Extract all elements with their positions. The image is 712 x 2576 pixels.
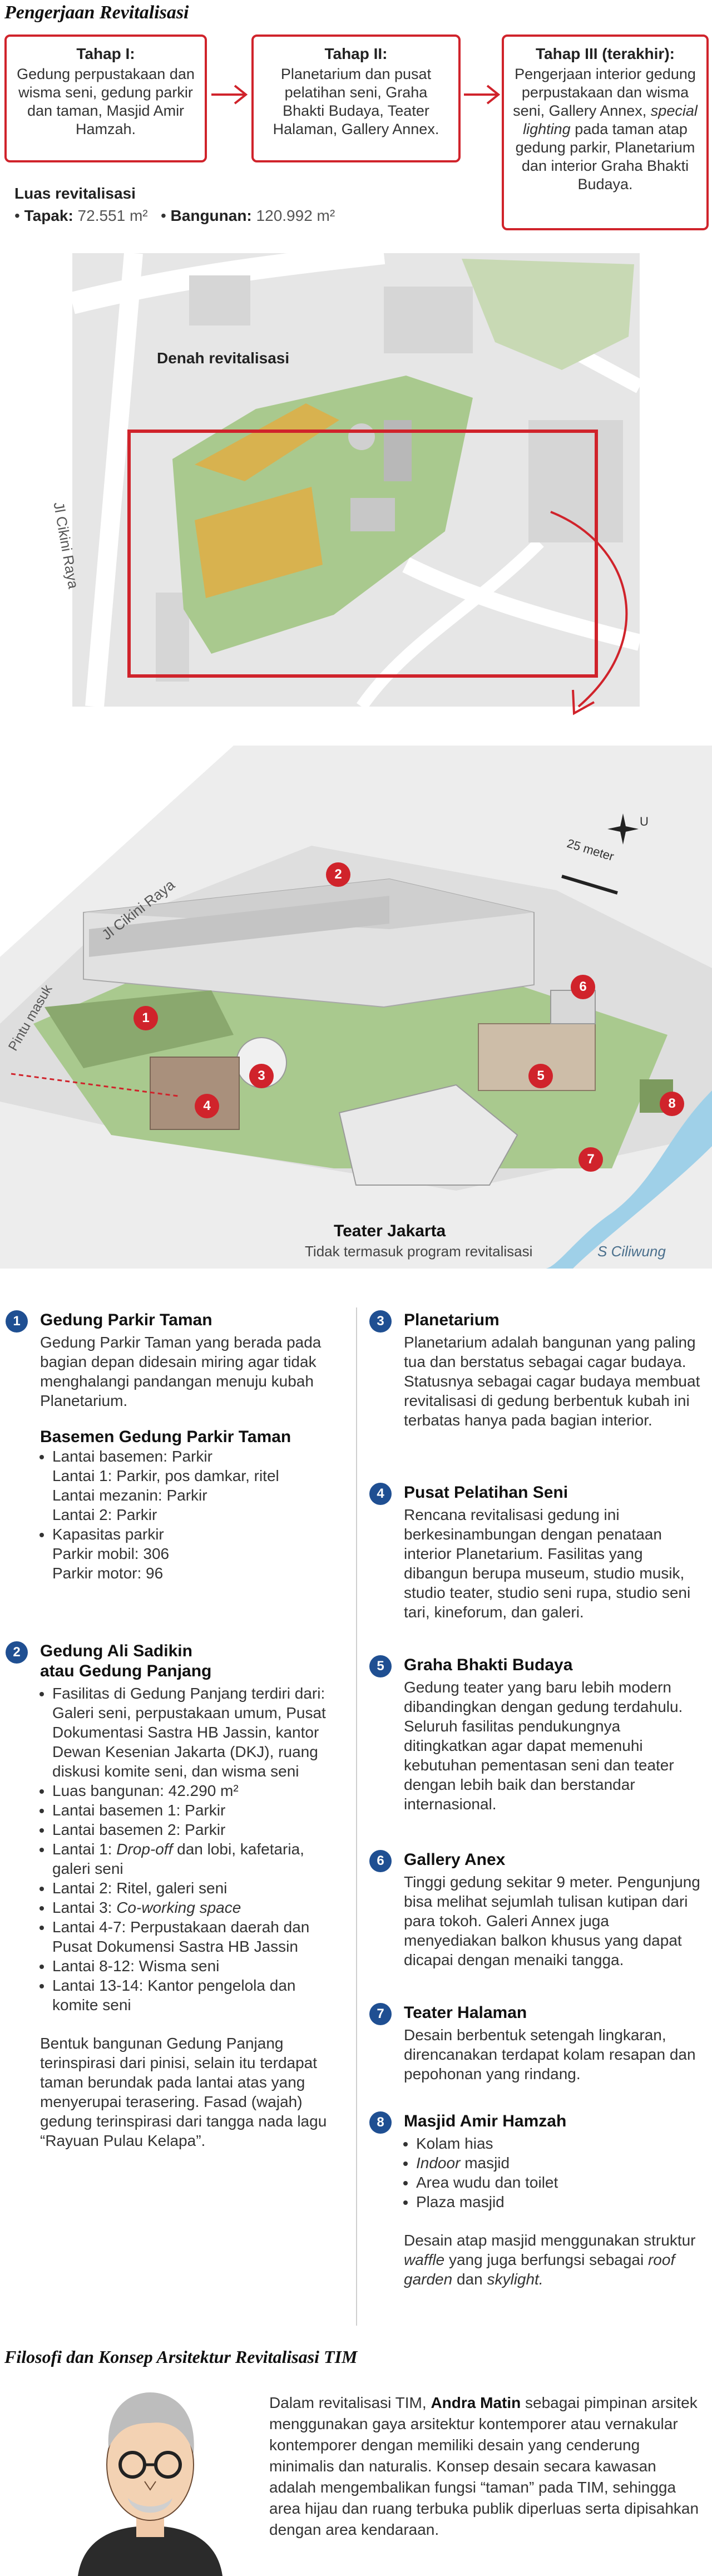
curved-arrow-icon xyxy=(550,511,628,715)
map-marker-4[interactable]: 4 xyxy=(195,1094,219,1118)
stage-2-title: Tahap II: xyxy=(324,45,388,62)
item-paragraph: Desain atap masjid menggunakan struktur … xyxy=(404,2232,696,2288)
item-number-badge: 1 xyxy=(6,1310,28,1333)
stage-2-box: Tahap II: Planetarium dan pusat pelatiha… xyxy=(251,34,461,162)
item-title: Teater Halaman xyxy=(404,2003,527,2022)
item-list: Fasilitas di Gedung Panjang terdiri dari… xyxy=(40,1684,339,2015)
item-title: Planetarium xyxy=(404,1311,500,1329)
item-title: Gedung Ali Sadikin xyxy=(40,1642,192,1660)
stage-3-box: Tahap III (terakhir): Pengerjaan interio… xyxy=(502,34,709,230)
area-values: • Tapak: 72.551 m² • Bangunan: 120.992 m… xyxy=(14,207,335,224)
item-text: Gedung teater yang baru lebih modern dib… xyxy=(404,1679,683,1813)
item-7: 7 Teater Halaman Desain berbentuk seteng… xyxy=(369,2003,703,2084)
map-marker-6[interactable]: 6 xyxy=(571,975,595,999)
item-list: Kolam hias Indoor masjid Area wudu dan t… xyxy=(404,2134,703,2212)
item-number-badge: 7 xyxy=(369,2003,392,2025)
map-marker-8[interactable]: 8 xyxy=(660,1092,684,1116)
compass-icon xyxy=(607,813,639,845)
column-divider xyxy=(356,1307,357,2326)
item-text: Planetarium adalah bangunan yang paling … xyxy=(404,1334,700,1429)
area-title: Luas revitalisasi xyxy=(14,185,136,202)
item-1: 1 Gedung Parkir Taman Gedung Parkir Tama… xyxy=(6,1310,339,1583)
map-marker-7[interactable]: 7 xyxy=(578,1147,603,1172)
item-8: 8 Masjid Amir Hamzah Kolam hias Indoor m… xyxy=(369,2111,703,2289)
stage-1-title: Tahap I: xyxy=(76,45,135,62)
section-title: Pengerjaan Revitalisasi xyxy=(4,2,189,23)
portrait-illustration xyxy=(78,2392,222,2576)
item-title: Pusat Pelatihan Seni xyxy=(404,1483,568,1502)
site-plan-map xyxy=(72,253,640,707)
item-6: 6 Gallery Anex Tinggi gedung sekitar 9 m… xyxy=(369,1850,703,1970)
filosofi-text: Dalam revitalisasi TIM, Andra Matin seba… xyxy=(269,2394,699,2538)
item-number-badge: 8 xyxy=(369,2111,392,2134)
item-2: 2 Gedung Ali Sadikin atau Gedung Panjang… xyxy=(6,1641,339,2150)
item-text: Desain berbentuk setengah lingkaran, dir… xyxy=(404,2026,696,2082)
arrow-right-icon xyxy=(211,85,248,105)
compass-label: U xyxy=(640,815,649,828)
item-text: Gedung Parkir Taman yang berada pada bag… xyxy=(40,1334,322,1409)
stage-1-text: Gedung perpustakaan dan wisma seni, gedu… xyxy=(17,66,195,137)
item-3: 3 Planetarium Planetarium adalah banguna… xyxy=(369,1310,703,1430)
river-label: S Ciliwung xyxy=(597,1243,666,1260)
item-5: 5 Graha Bhakti Budaya Gedung teater yang… xyxy=(369,1655,703,1814)
item-number-badge: 5 xyxy=(369,1655,392,1677)
item-number-badge: 6 xyxy=(369,1850,392,1872)
stage-3-title: Tahap III (terakhir): xyxy=(536,45,675,62)
stage-3-text: Pengerjaan interior gedung perpustakaan … xyxy=(513,66,698,193)
item-text: Rencana revitalisasi gedung ini berkesin… xyxy=(404,1506,691,1621)
teater-note: Tidak termasuk program revitalisasi xyxy=(305,1243,533,1260)
teater-title: Teater Jakarta xyxy=(334,1222,446,1240)
site-3d-illustration xyxy=(0,746,712,1269)
item-number-badge: 3 xyxy=(369,1310,392,1333)
item-number-badge: 4 xyxy=(369,1483,392,1505)
map-marker-1[interactable]: 1 xyxy=(134,1006,158,1030)
item-subtitle: Basemen Gedung Parkir Taman xyxy=(40,1428,291,1446)
item-text: Tinggi gedung sekitar 9 meter. Pengunjun… xyxy=(404,1873,700,1968)
item-number-badge: 2 xyxy=(6,1641,28,1664)
item-title: Masjid Amir Hamzah xyxy=(404,2112,567,2130)
map-marker-2[interactable]: 2 xyxy=(326,862,350,887)
filosofi-title: Filosofi dan Konsep Arsitektur Revitalis… xyxy=(4,2347,358,2367)
item-title-line2: atau Gedung Panjang xyxy=(40,1662,212,1680)
map-marker-3[interactable]: 3 xyxy=(249,1064,274,1088)
item-title: Graha Bhakti Budaya xyxy=(404,1656,573,1674)
map-marker-5[interactable]: 5 xyxy=(528,1064,553,1088)
item-title: Gallery Anex xyxy=(404,1850,506,1869)
denah-label: Denah revitalisasi xyxy=(157,349,290,367)
item-title: Gedung Parkir Taman xyxy=(40,1311,212,1329)
item-paragraph: Bentuk bangunan Gedung Panjang terinspir… xyxy=(40,2035,327,2149)
stage-1-box: Tahap I: Gedung perpustakaan dan wisma s… xyxy=(4,34,207,162)
item-4: 4 Pusat Pelatihan Seni Rencana revitalis… xyxy=(369,1483,703,1622)
stage-2-text: Planetarium dan pusat pelatihan seni, Gr… xyxy=(273,66,439,137)
arrow-right-icon xyxy=(464,85,501,105)
